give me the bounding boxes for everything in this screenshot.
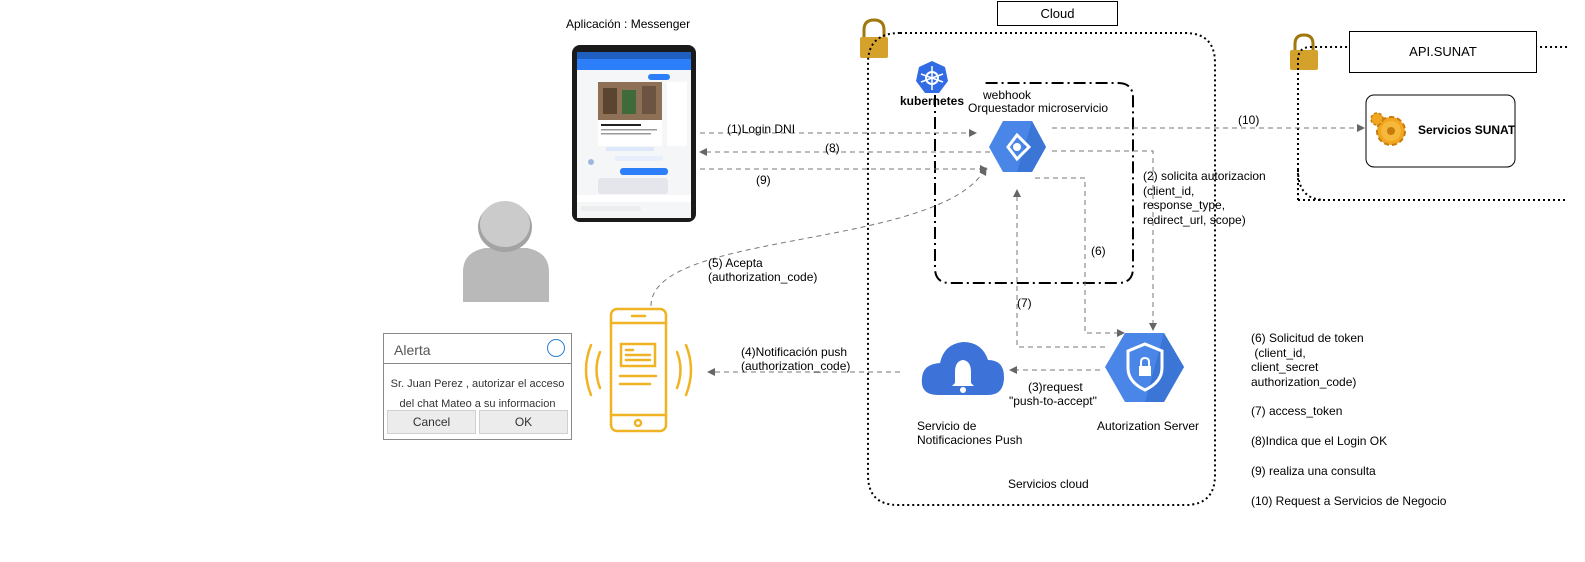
gear-icon: [1370, 112, 1406, 146]
servicios-sunat-label: Servicios SUNAT: [1418, 123, 1516, 137]
legend-item: (client_id,: [1251, 346, 1306, 360]
legend: (6) Solicitud de token (client_id, clien…: [1251, 331, 1447, 508]
auth-server-label: Autorization Server: [1097, 419, 1199, 433]
cloud-label: Cloud: [997, 1, 1118, 26]
user-avatar-icon: [463, 201, 549, 302]
edge-2-label-3: response_type,: [1143, 198, 1225, 212]
edge-4-label-2: (authorization_code): [741, 359, 850, 373]
notif-service-line1: Servicio de: [917, 419, 977, 433]
alert-separator: [384, 363, 571, 364]
kubernetes-icon: [916, 61, 948, 93]
legend-item: client_secret: [1251, 360, 1319, 374]
app-label: Aplicación : Messenger: [566, 17, 690, 31]
edge-1-label: (1)Login DNI: [727, 122, 795, 136]
edge-10-label: (10): [1238, 113, 1259, 127]
edge-4-label-1: (4)Notificación push: [741, 345, 847, 359]
edge-7: [1013, 189, 1105, 348]
messenger-screenshot: [572, 45, 696, 222]
edge-8-label: (8): [825, 141, 840, 155]
lock-icon: [860, 18, 888, 58]
ok-button[interactable]: OK: [479, 410, 568, 434]
api-sunat-label: API.SUNAT: [1349, 31, 1537, 73]
edge-6: [1035, 177, 1125, 337]
legend-item: (10) Request a Servicios de Negocio: [1251, 494, 1447, 508]
alert-dialog: Alerta Sr. Juan Perez , autorizar el acc…: [383, 333, 572, 440]
edge-6-label: (6): [1091, 244, 1106, 258]
smartphone-icon: [584, 307, 693, 433]
alert-message: Sr. Juan Perez , autorizar el acceso del…: [388, 374, 567, 414]
auth-shield-icon: [1105, 333, 1184, 402]
edge-2-label-1: (2) solicita autorizacion: [1143, 169, 1266, 183]
notif-service-line2: Notificaciones Push: [917, 433, 1022, 447]
kubernetes-label: kubernetes: [900, 94, 964, 108]
legend-item: authorization_code): [1251, 375, 1356, 389]
legend-item: (8)Indica que el Login OK: [1251, 434, 1387, 448]
servicios-cloud-label: Servicios cloud: [1008, 477, 1089, 491]
edge-5-label-2: (authorization_code): [708, 270, 817, 284]
alert-message-line2: del chat Mateo a su informacion: [399, 398, 556, 410]
edges: [650, 124, 1365, 376]
alert-title: Alerta: [394, 342, 431, 358]
edge-3-label-2: "push-to-accept": [1009, 394, 1097, 408]
edge-7-label: (7): [1017, 296, 1032, 310]
orchestrator-container: [934, 82, 1134, 284]
webhook-label: webhook: [982, 88, 1032, 102]
alert-circle-icon[interactable]: [547, 339, 565, 357]
cancel-button[interactable]: Cancel: [387, 410, 476, 434]
legend-item: (7) access_token: [1251, 404, 1342, 418]
edge-3-label-1: (3)request: [1028, 380, 1083, 394]
edge-2-label-4: redirect_url, scope): [1143, 213, 1246, 227]
alert-message-line1: Sr. Juan Perez , autorizar el acceso: [390, 378, 565, 390]
edge-2: [1052, 150, 1157, 331]
orchestrator-hex-icon: [989, 121, 1046, 172]
edge-5-label-1: (5) Acepta: [708, 256, 763, 270]
servicios-sunat-box: [1365, 94, 1516, 168]
edge-2-label-2: (client_id,: [1143, 184, 1194, 198]
edge-9-label: (9): [756, 173, 771, 187]
orquestador-label: Orquestador microservicio: [968, 101, 1108, 115]
bell-icon: [921, 342, 1004, 395]
legend-item: (6) Solicitud de token: [1251, 331, 1364, 345]
lock-icon: [1290, 33, 1318, 70]
cloud-container: [867, 32, 1216, 506]
edge-5: [650, 167, 987, 307]
legend-item: (9) realiza una consulta: [1251, 464, 1376, 478]
api-sunat-container: [1297, 46, 1568, 201]
